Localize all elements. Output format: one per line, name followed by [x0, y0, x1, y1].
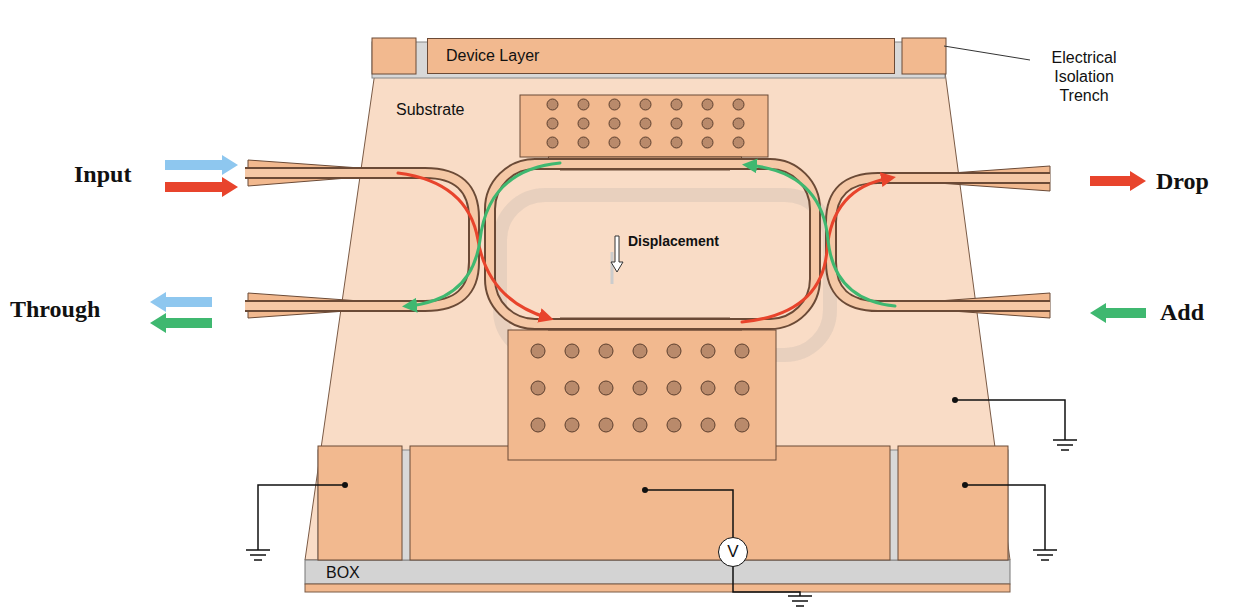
- node-label: V: [727, 542, 738, 562]
- bus-waveguide: [245, 173, 1050, 306]
- signal-arrow: [1090, 303, 1146, 323]
- signal-arrow: [1090, 171, 1146, 191]
- node-label: Device Layer: [446, 47, 539, 65]
- layer-label: BOX: [326, 563, 360, 582]
- drive-electrode: [410, 446, 890, 560]
- voltage-source: V: [718, 537, 748, 567]
- signal-arrow: [165, 155, 238, 175]
- etch-holes: [537, 98, 754, 155]
- leader-line: [944, 46, 1030, 60]
- wiring: [246, 400, 1077, 606]
- port-label: Through: [10, 295, 100, 324]
- signal-arrow: [150, 292, 212, 312]
- port-label: Add: [1160, 298, 1204, 327]
- callout-label: Electrical Isolation Trench: [1034, 48, 1134, 106]
- box-layer: [305, 560, 1010, 584]
- port-label: Drop: [1156, 167, 1209, 196]
- etch-holes: [521, 330, 759, 441]
- port-label: Input: [74, 160, 131, 189]
- displacement-arrow: [611, 236, 623, 284]
- device-block: [902, 38, 946, 74]
- light-path: [398, 163, 895, 322]
- signal-arrow: [150, 313, 212, 333]
- handle-layer: [305, 584, 1010, 592]
- ground-electrode: [318, 446, 402, 560]
- terminal-dot: [342, 397, 968, 493]
- bottom-electrode: [508, 330, 776, 460]
- region-label: Substrate: [396, 100, 464, 119]
- device-block: [372, 38, 416, 74]
- device-layer-block: Device Layer: [427, 38, 895, 74]
- ground-electrode: [898, 446, 1008, 560]
- top-electrode: [520, 95, 768, 157]
- signal-arrow: [165, 177, 238, 197]
- ring-resonator: [490, 164, 815, 324]
- substrate-surface: [305, 72, 1010, 560]
- motion-label: Displacement: [628, 233, 719, 250]
